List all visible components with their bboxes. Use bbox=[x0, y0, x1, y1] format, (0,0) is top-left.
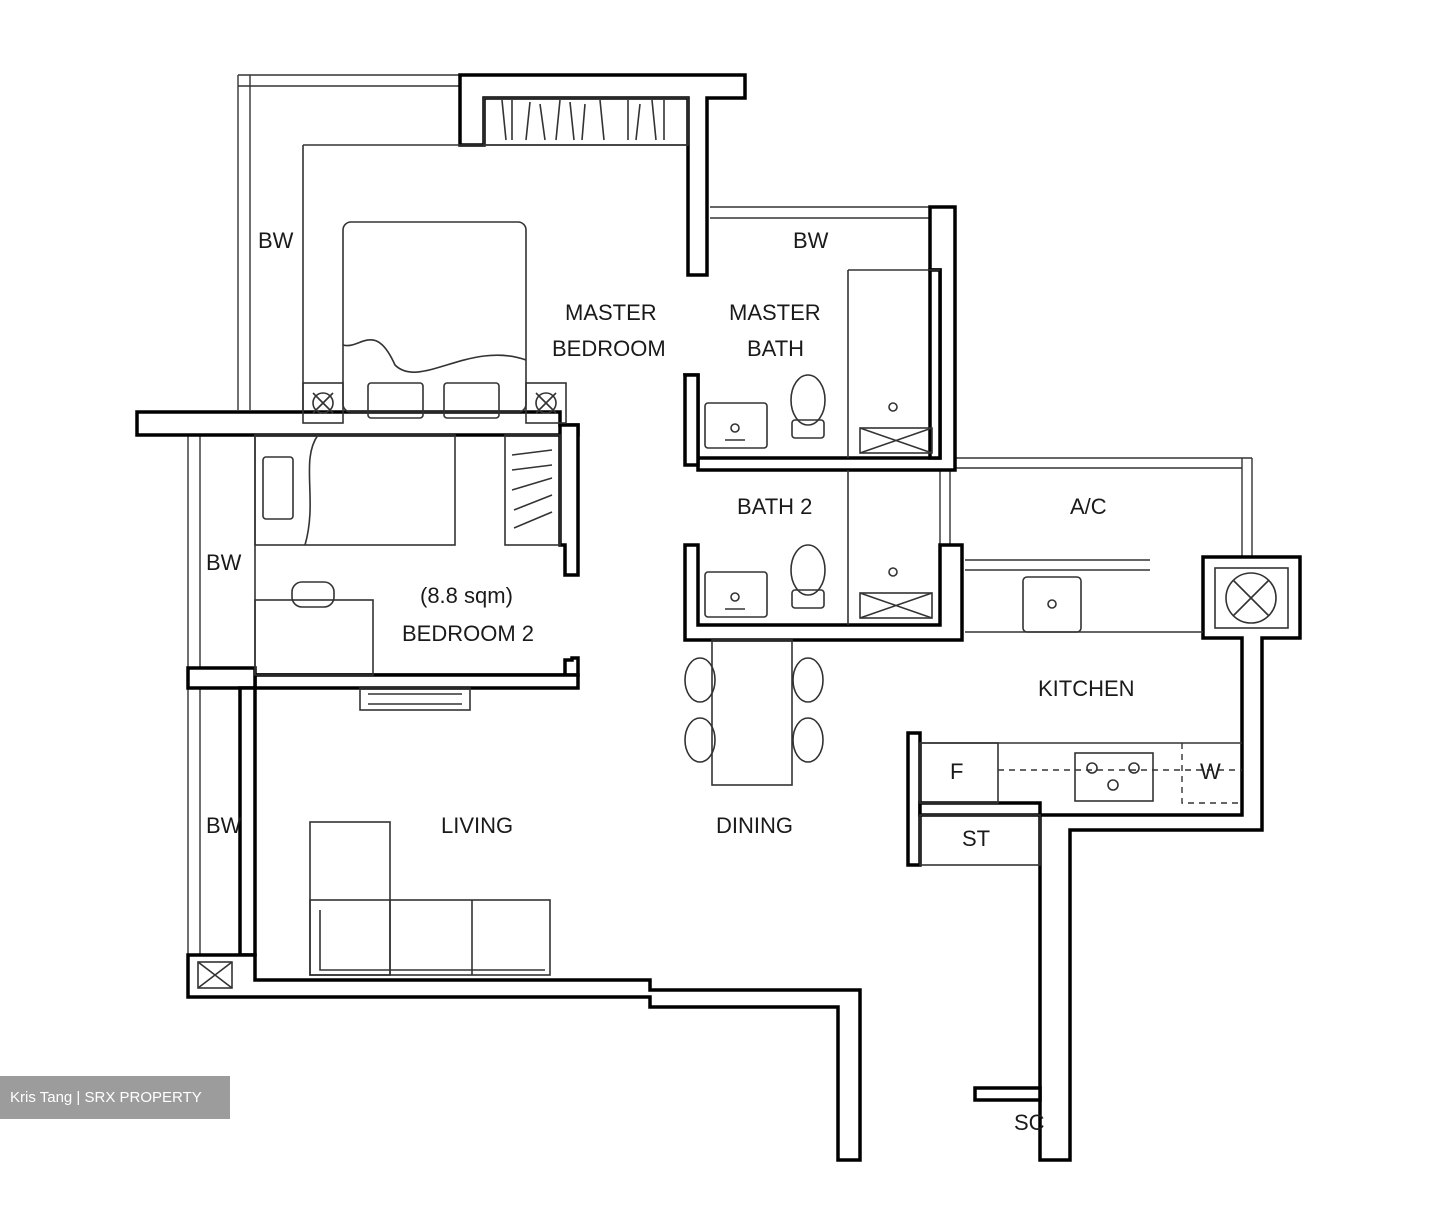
bath-fixtures bbox=[704, 269, 940, 625]
master-bedroom-label: BEDROOM bbox=[552, 336, 666, 361]
chair-icon bbox=[684, 657, 716, 703]
toilet-icon bbox=[790, 544, 826, 596]
master-bath-label: MASTER bbox=[729, 300, 821, 325]
hob-icon bbox=[1074, 752, 1154, 802]
ac-ledge-label: A/C bbox=[1070, 494, 1107, 519]
bay-window-frames bbox=[187, 74, 1253, 975]
dining-label: DINING bbox=[716, 813, 793, 838]
walls bbox=[135, 73, 1302, 1162]
basin-icon bbox=[704, 402, 768, 449]
single-bed-icon bbox=[254, 434, 456, 546]
fridge-icon bbox=[919, 742, 999, 804]
bedroom-2-area-label: (8.8 sqm) bbox=[420, 583, 513, 608]
shower-drain-icon bbox=[859, 427, 933, 454]
store-room-icon bbox=[919, 814, 1041, 866]
study-desk-icon bbox=[254, 599, 374, 676]
basin-icon bbox=[704, 571, 768, 618]
kitchen-label: KITCHEN bbox=[1038, 676, 1135, 701]
chair-icon bbox=[792, 717, 824, 763]
washer-label: W bbox=[1200, 759, 1221, 784]
master-bed-icon bbox=[342, 221, 527, 413]
living-label: LIVING bbox=[441, 813, 513, 838]
kitchen-fixtures bbox=[919, 567, 1289, 866]
wardrobe-hangers-icon bbox=[501, 99, 665, 141]
lamp-icon bbox=[525, 382, 567, 424]
bay-window-label: BW bbox=[206, 813, 242, 838]
shelter-closet-label: SC bbox=[1014, 1110, 1045, 1135]
exhaust-fan-icon bbox=[1214, 567, 1289, 629]
bay-window-label: BW bbox=[793, 228, 829, 253]
fridge-label: F bbox=[950, 759, 963, 784]
bay-window-label: BW bbox=[258, 228, 294, 253]
wardrobe-hangers-icon bbox=[511, 449, 553, 529]
living-dining-furniture bbox=[197, 639, 824, 989]
toilet-icon bbox=[790, 374, 826, 426]
chair-icon bbox=[684, 717, 716, 763]
tv-console-icon bbox=[359, 687, 471, 711]
bedroom-2-furniture bbox=[254, 434, 561, 711]
chair-icon bbox=[291, 581, 335, 608]
master-bedroom-label: MASTER bbox=[565, 300, 657, 325]
bath-2-label: BATH 2 bbox=[737, 494, 812, 519]
master-bedroom-furniture bbox=[302, 97, 689, 424]
aircon-ledge-icon bbox=[197, 961, 233, 989]
master-bath-label: BATH bbox=[747, 336, 804, 361]
sofa-icon bbox=[309, 899, 551, 976]
dining-table-icon bbox=[711, 639, 793, 786]
room-labels: BW BW BW BW MASTER BEDROOM MASTER BATH B… bbox=[206, 228, 1221, 1135]
watermark: Kris Tang | SRX PROPERTY bbox=[0, 1076, 230, 1119]
sink-icon bbox=[1022, 576, 1082, 633]
bay-window-label: BW bbox=[206, 550, 242, 575]
chair-icon bbox=[792, 657, 824, 703]
shower-drain-icon bbox=[859, 592, 933, 619]
store-label: ST bbox=[962, 826, 990, 851]
lamp-icon bbox=[302, 382, 344, 424]
bedroom-2-label: BEDROOM 2 bbox=[402, 621, 534, 646]
